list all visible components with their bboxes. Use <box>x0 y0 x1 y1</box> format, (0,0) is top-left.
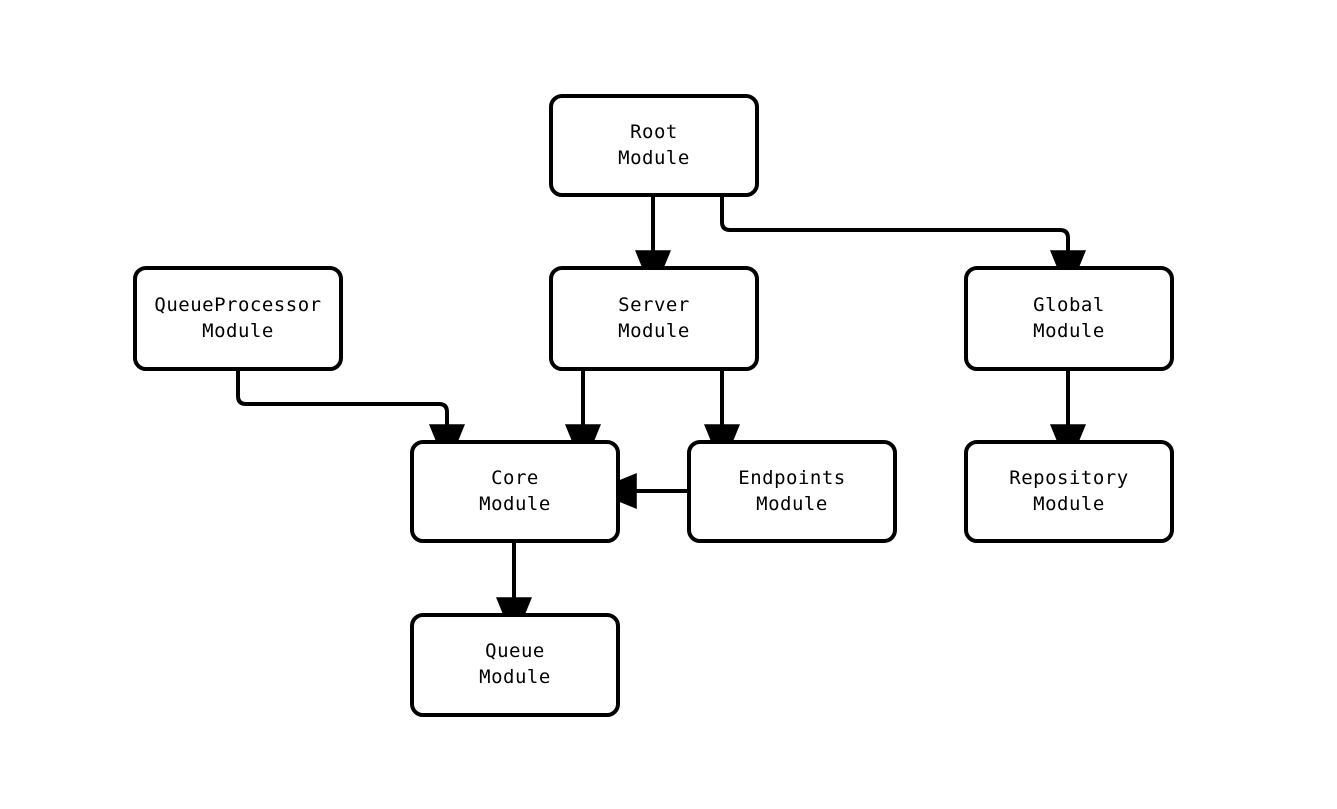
node-label-suffix: Module <box>1033 492 1105 515</box>
node-label-name: Core <box>491 466 539 489</box>
edge-queueprocessor-core <box>236 371 465 469</box>
node-label-name: Repository <box>1009 466 1129 489</box>
node-label-suffix: Module <box>756 492 828 515</box>
node-label-suffix: Module <box>479 666 551 688</box>
node-label-name: Root <box>630 120 678 143</box>
node-label-suffix: Module <box>202 319 274 342</box>
node-label-name: Server <box>618 293 690 316</box>
node-label-suffix: Module <box>618 146 690 169</box>
node-label-name: Queue <box>485 640 545 663</box>
node-label-suffix: Module <box>618 319 690 342</box>
node-label-suffix: Module <box>479 492 551 515</box>
node-label-name: Endpoints <box>738 466 846 489</box>
node-label-name: QueueProcessor <box>154 293 322 316</box>
edge-root-global <box>720 197 1086 295</box>
node-label-suffix: Module <box>1033 319 1105 342</box>
node-label-name: Global <box>1033 293 1105 316</box>
